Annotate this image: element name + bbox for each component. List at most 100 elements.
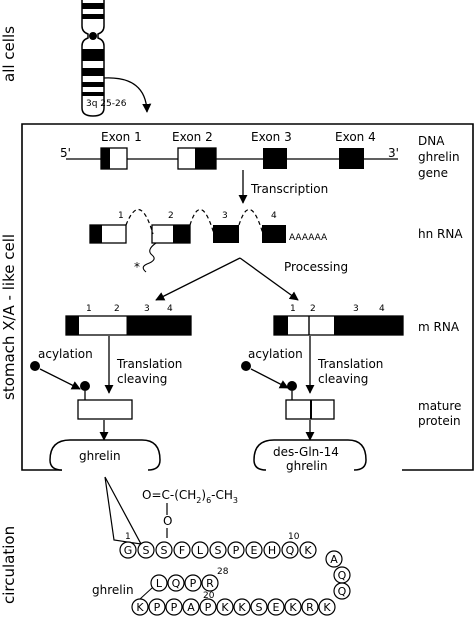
mrna-right xyxy=(273,315,404,336)
residue-circle xyxy=(250,598,268,616)
residue-circle xyxy=(284,598,302,616)
octanoyl-formula: O=C-(CH2)6-CH3 xyxy=(142,488,238,505)
residue-circle xyxy=(299,541,317,559)
hn-rna xyxy=(89,208,286,273)
residue-row2-2: K xyxy=(284,598,302,616)
acylation-left-label: acylation xyxy=(38,347,93,361)
residue-letter: A xyxy=(187,601,195,614)
hn-rna-label: hn RNA xyxy=(418,227,463,241)
chromosome-arrow xyxy=(103,77,152,113)
residue-letter: S xyxy=(215,544,222,557)
residue-circle xyxy=(281,541,299,559)
peptide-loop-connector xyxy=(139,587,153,600)
residue-letter: P xyxy=(154,601,161,614)
three-prime-label: 3' xyxy=(388,146,399,160)
residue-row2-1: R xyxy=(301,598,319,616)
residue-circle xyxy=(182,598,200,616)
exon-4-label: Exon 4 xyxy=(335,130,376,144)
residue-row2-11: K xyxy=(131,598,149,616)
residue-letter: P xyxy=(205,601,212,614)
residue-letter: R xyxy=(306,601,314,614)
residue-circle xyxy=(233,598,251,616)
residue-number-1: 1 xyxy=(125,532,131,542)
chromosome-locus: 3q 25-26 xyxy=(86,99,127,109)
residue-letter: S xyxy=(161,544,168,557)
des-gln-secretion-bubble xyxy=(253,439,367,471)
residue-circle xyxy=(325,550,343,568)
acylation-right-label: acylation xyxy=(248,347,303,361)
mrna-right-num-4: 4 xyxy=(379,304,385,314)
residue-circle xyxy=(148,598,166,616)
residue-row2-7: P xyxy=(199,598,217,616)
mature-protein-left xyxy=(77,399,133,420)
residue-row3-3: R xyxy=(201,574,219,592)
residue-row2-10: P xyxy=(148,598,166,616)
translation-right-line1: Translation xyxy=(317,357,383,371)
residue-letter: R xyxy=(206,577,214,590)
residue-letter: P xyxy=(171,601,178,614)
residue-circle xyxy=(137,541,155,559)
processing-arrow-left xyxy=(155,257,241,301)
residue-row1-9: Q xyxy=(281,541,299,559)
octanoyl-right-icon xyxy=(287,381,297,391)
ghrelin-product-label: ghrelin xyxy=(79,449,121,463)
residue-letter: P xyxy=(233,544,240,557)
exon-1-label: Exon 1 xyxy=(101,130,142,144)
residue-letter: S xyxy=(256,601,263,614)
residue-row2-0: K xyxy=(318,598,336,616)
residue-letter: K xyxy=(136,601,144,614)
zoom-wedge xyxy=(104,476,143,545)
mrna-left-num-4: 4 xyxy=(167,304,173,314)
residue-circle xyxy=(318,598,336,616)
residue-row1-7: E xyxy=(245,541,263,559)
residue-circle xyxy=(227,541,245,559)
residue-letter: E xyxy=(273,601,280,614)
acylation-arrow-left xyxy=(39,368,81,390)
residue-circle xyxy=(191,541,209,559)
label-all-cells: all cells xyxy=(0,26,18,82)
dna-label-line1: DNA xyxy=(418,134,445,148)
dna-gene xyxy=(66,147,398,170)
residue-letter: H xyxy=(268,544,276,557)
residue-letter: K xyxy=(304,544,312,557)
mrna-right-num-1: 1 xyxy=(290,304,296,314)
residue-circle xyxy=(209,541,227,559)
residue-circle xyxy=(119,541,137,559)
mrna-left-num-1: 1 xyxy=(86,304,92,314)
residue-row2-5: K xyxy=(233,598,251,616)
mrna-right-num-2: 2 xyxy=(310,304,316,314)
residue-letter: K xyxy=(238,601,246,614)
mrna-label: m RNA xyxy=(418,320,460,334)
translation-left-line1: Translation xyxy=(116,357,182,371)
residue-letter: Q xyxy=(172,577,181,590)
residue-number-28: 28 xyxy=(217,567,229,577)
residue-row2-3: E xyxy=(267,598,285,616)
acyl-group-right-icon xyxy=(241,361,251,371)
octanoyl-left-icon xyxy=(80,381,90,391)
des-gln-product-line1: des-Gln-14 xyxy=(273,445,339,459)
residue-letter: Q xyxy=(338,585,347,598)
residue-number-10: 10 xyxy=(288,532,300,542)
residue-number-20: 20 xyxy=(203,591,215,601)
translation-right-line2: cleaving xyxy=(318,372,368,386)
residue-row2-4: S xyxy=(250,598,268,616)
residue-row1-2: S xyxy=(155,541,173,559)
acylation-arrow-right xyxy=(250,368,289,389)
des-gln-product-line2: ghrelin xyxy=(286,459,328,473)
residue-circle xyxy=(167,574,185,592)
poly-a-tail: AAAAAA xyxy=(289,233,328,243)
processing-label: Processing xyxy=(284,260,348,274)
chromosome-3 xyxy=(81,0,105,117)
residue-turn-0: A xyxy=(325,550,343,568)
residue-letter: A xyxy=(330,553,338,566)
residue-row3-0: L xyxy=(150,574,168,592)
residue-turn-2: Q xyxy=(333,582,351,600)
residue-letter: Q xyxy=(338,569,347,582)
acyl-group-left-icon xyxy=(30,361,40,371)
label-stomach-cell: stomach X/A - like cell xyxy=(0,234,18,400)
peptide-ghrelin-label: ghrelin xyxy=(92,583,134,597)
translation-left-line2: cleaving xyxy=(117,372,167,386)
residue-circle xyxy=(267,598,285,616)
